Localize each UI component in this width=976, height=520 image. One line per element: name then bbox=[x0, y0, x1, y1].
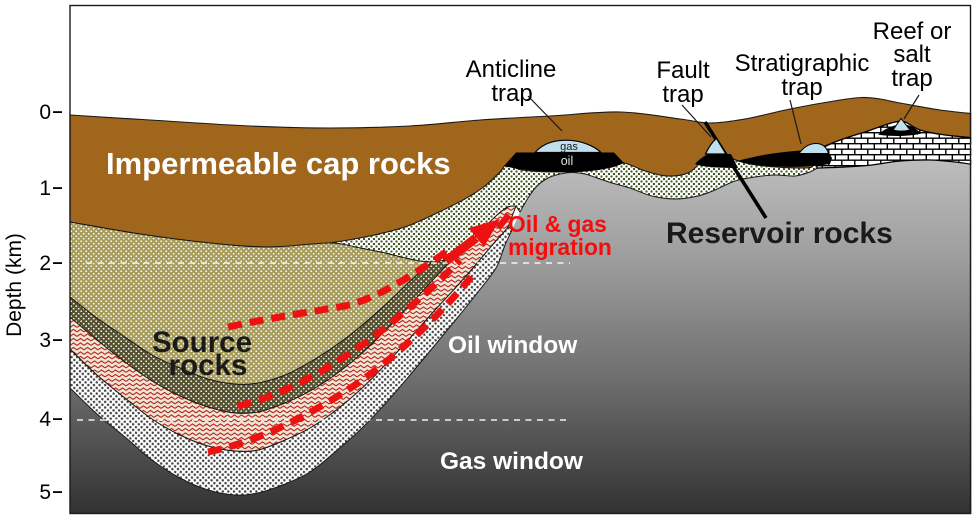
svg-text:0: 0 bbox=[39, 101, 51, 124]
svg-text:Anticline: Anticline bbox=[466, 56, 557, 83]
svg-text:trap: trap bbox=[781, 74, 822, 101]
svg-text:migration: migration bbox=[508, 234, 612, 260]
svg-text:trap: trap bbox=[491, 80, 532, 107]
svg-text:5: 5 bbox=[39, 481, 51, 504]
svg-text:oil: oil bbox=[561, 154, 574, 168]
svg-text:Reservoir rocks: Reservoir rocks bbox=[666, 217, 893, 250]
svg-text:Stratigraphic: Stratigraphic bbox=[735, 50, 870, 77]
svg-text:Source: Source bbox=[152, 326, 252, 359]
svg-text:Depth (km): Depth (km) bbox=[3, 233, 26, 337]
svg-text:4: 4 bbox=[39, 408, 51, 431]
svg-text:Oil & gas: Oil & gas bbox=[508, 211, 607, 237]
svg-text:3: 3 bbox=[39, 329, 51, 352]
svg-text:Oil window: Oil window bbox=[448, 332, 578, 359]
svg-text:2: 2 bbox=[39, 252, 51, 275]
svg-text:rocks: rocks bbox=[169, 349, 248, 382]
svg-text:Reef or: Reef or bbox=[873, 18, 952, 45]
svg-text:trap: trap bbox=[662, 81, 703, 108]
svg-text:trap: trap bbox=[891, 65, 932, 92]
svg-text:1: 1 bbox=[39, 177, 51, 200]
svg-text:salt: salt bbox=[893, 41, 931, 68]
svg-text:Impermeable cap rocks: Impermeable cap rocks bbox=[106, 146, 451, 181]
svg-text:gas: gas bbox=[560, 141, 578, 153]
svg-text:Fault: Fault bbox=[656, 57, 710, 84]
svg-text:Gas window: Gas window bbox=[440, 448, 584, 475]
